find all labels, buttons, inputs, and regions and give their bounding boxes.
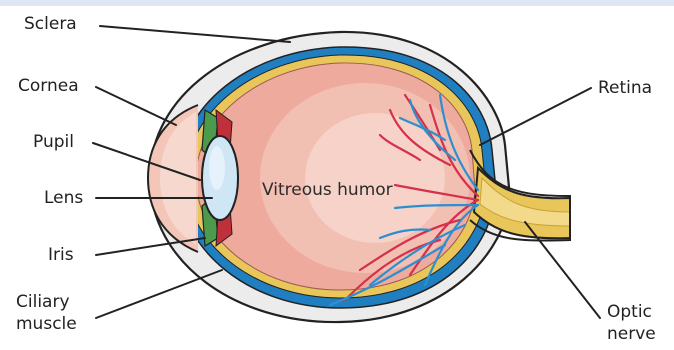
- label-lens: Lens: [44, 188, 83, 208]
- label-pupil: Pupil: [33, 132, 74, 152]
- sclera-leader: [100, 26, 290, 42]
- label-optic-1: Optic: [607, 302, 652, 322]
- label-optic-2: nerve: [607, 324, 656, 344]
- label-iris: Iris: [48, 245, 74, 265]
- label-cornea: Cornea: [18, 76, 79, 96]
- vitreous-glow-inner: [305, 113, 445, 243]
- lens-shine: [209, 146, 225, 190]
- ciliary-leader: [96, 270, 222, 318]
- label-sclera: Sclera: [24, 14, 77, 34]
- label-retina: Retina: [598, 78, 652, 98]
- label-ciliary-2: muscle: [16, 314, 77, 334]
- cornea-leader: [96, 87, 176, 125]
- label-ciliary-1: Ciliary: [16, 292, 70, 312]
- label-vitreous-humor: Vitreous humor: [262, 180, 393, 200]
